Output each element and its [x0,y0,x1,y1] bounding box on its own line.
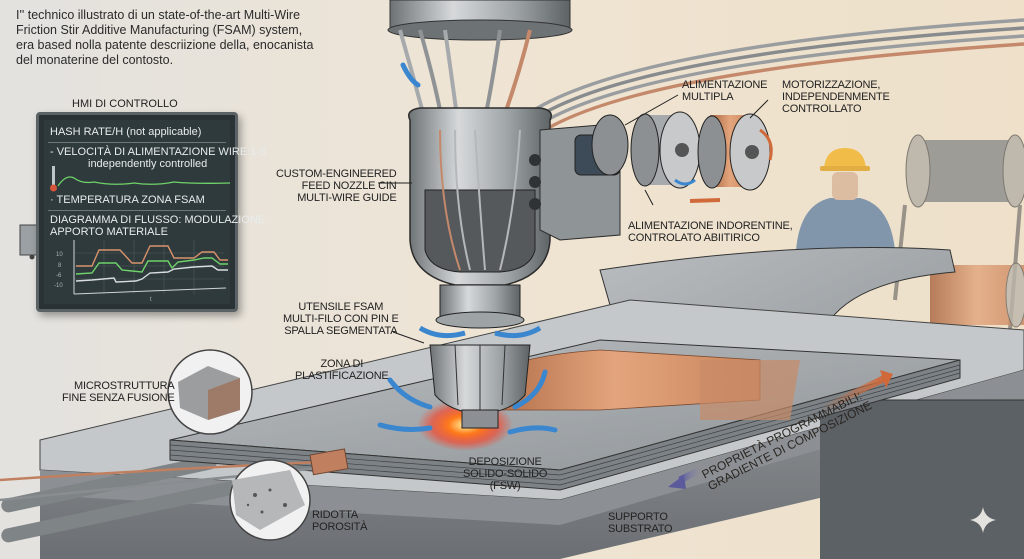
y-tick-label: 10 [56,252,63,258]
label-multi-feed: ALIMENTAZIONE MULTIPLA [682,79,767,103]
x-axis-label: t [150,297,152,302]
cabinet [820,400,1024,559]
label-line: (FSW) [489,480,521,492]
label-line: CUSTOM-ENGINEERED [276,168,397,180]
y-tick-label: 8 [58,263,62,269]
tool-tip [461,409,499,429]
hmi-divider [48,210,226,211]
hmi-hash-rate: HASH RATE/H (not applicable) [50,126,202,138]
hmi-flow-title-2: APPORTO MATERIALE [50,226,168,238]
label-motorization: MOTORIZZAZIONE, INDEPENDENMENTE CONTROLL… [782,79,890,115]
y-tick-label: -6 [56,273,62,279]
copper-gradient-band [700,360,800,420]
leader-lines [378,94,769,344]
intro-line: del monaterine del contosto. [16,53,174,67]
label-porosity: RIDOTTA POROSITÀ [312,509,367,533]
chart-grid [73,240,224,294]
microstructure-inset [167,349,253,435]
label-line: ALIMENTAZIONE [682,79,768,91]
nozzle-window [424,189,536,273]
series-line-green [75,257,228,275]
label-microstructure: MICROSTRUTTURA FINE SENZA FUSIONE [62,380,175,404]
label-line: PLASTIFICAZIONE [295,370,389,382]
spool-steel [591,111,701,189]
spindle-flange [387,19,573,41]
label-line: SOLIDO-SOLIDO [463,468,548,480]
spool-rotation-arrow-icon [759,128,773,161]
hmi-screen: HASH RATE/H (not applicable) - VELOCITÀ … [44,120,266,304]
label-line: DEPOSIZIONE [468,456,542,468]
label-line: ZONA DI [320,358,364,370]
label-line: UTENSILE FSAM [298,301,384,313]
background-spool-copper [930,262,1024,328]
label-line: MOTORIZZAZIONE, [782,79,881,91]
spool-feed-arrow-icon [674,178,696,186]
label-line: SUBSTRATO [608,523,673,535]
label-substrate: SUPPORTO SUBSTRATO [608,511,673,535]
gradient-arrowhead-right [880,370,893,388]
hmi-flow-chart: 10 8 -6 -10 t [54,240,228,302]
hmi-temperature-trace [50,166,230,192]
intro-line: Friction Stir Additive Manufacturing (FS… [16,23,303,37]
label-line: SPALLA SEGMENTATA [284,325,398,337]
label-line: FEED NOZZLE CIN [301,180,397,192]
thermometer-bulb [50,184,57,192]
label-line: MULTIPLA [682,91,734,103]
hmi-temperature: · TEMPERATURA ZONA FSAM [50,194,205,206]
porosity-inset [229,459,311,541]
label-line: ALIMENTAZIONE INDORENTINE, [628,220,793,232]
rotation-arrow-icon [418,325,542,339]
y-tick-label: -10 [54,283,63,289]
series-line-white [75,265,228,283]
label-line: POROSITÀ [312,521,368,533]
tool-collar [435,311,525,329]
tool-segments [454,344,506,414]
label-feed-nozzle: CUSTOM-ENGINEERED FEED NOZZLE CIN MULTI-… [276,168,397,204]
label-line: CONTROLATO ABIITIRICO [628,232,760,244]
label-line: RIDOTTA [312,509,359,521]
hmi-wire-speed-sub: independently controlled [88,158,208,170]
motor-connectors [529,154,541,210]
label-independent-feed: ALIMENTAZIONE INDORENTINE, CONTROLATO AB… [628,220,793,244]
label-line: FINE SENZA FUSIONE [62,392,175,404]
sparkle-icon [970,507,996,533]
label-line: MULTI-FILO CON PIN E [283,313,399,325]
label-line: INDEPENDENMENTE [782,91,890,103]
temperature-line [57,176,230,187]
label-line: CONTROLLATO [782,103,862,115]
series-line-copper [76,245,228,267]
hmi-title: HMI DI CONTROLLO [72,98,178,110]
hmi-wire-speed: - VELOCITÀ DI ALIMENTAZIONE WIRE 1-6 [50,146,267,158]
label-line: MULTI-WIRE GUIDE [297,192,397,204]
gradient-arrow-right-icon [818,374,887,414]
hmi-flow-title: DIAGRAMMA DI FLUSSO: MODULAZIONE [50,214,266,226]
label-plastic-zone: ZONA DI PLASTIFICAZIONE [295,358,389,382]
intro-line: I'' technico illustrato di un state-of-t… [16,8,301,22]
copper-feed-arrow-icon [689,198,721,203]
label-deposition: DEPOSIZIONE SOLIDO-SOLIDO (FSW) [463,456,547,492]
label-line: SUPPORTO [608,511,668,523]
label-fsam-tool: UTENSILE FSAM MULTI-FILO CON PIN E SPALL… [283,301,399,337]
thermometer-icon [52,166,55,186]
substrate-plate-side [169,359,961,491]
spool-copper [697,113,771,191]
intro-description: I'' technico illustrato di un state-of-t… [16,8,356,68]
hmi-divider [48,142,226,143]
hmi-monitor: HASH RATE/H (not applicable) - VELOCITÀ … [36,112,266,312]
chart-x-axis [73,287,227,295]
wire-clamp [309,448,349,476]
label-line: MICROSTRUTTURA [74,380,175,392]
worker-figure [796,148,895,250]
intro-line: era based nolla patente descriizione del… [16,38,314,52]
nozzle-internal-wires [439,129,521,271]
gradient-arrowhead-left [668,475,686,489]
flow-arrows-icon [377,62,558,435]
